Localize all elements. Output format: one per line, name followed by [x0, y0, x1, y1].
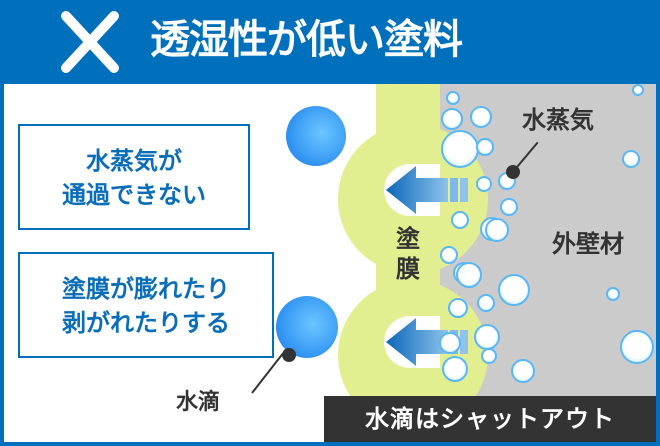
water-droplet-label: 水滴	[176, 390, 221, 415]
callout-blister-peel: 塗膜が膨れたり 剥がれたりする	[18, 252, 274, 358]
page-title: 透湿性が低い塗料	[150, 17, 463, 63]
vapor-leader-dot	[506, 165, 520, 179]
exterior-wall-label: 外壁材	[552, 230, 624, 258]
water-droplet-lower	[276, 296, 338, 358]
vapor-bubble	[632, 84, 644, 96]
vapor-bubble	[511, 359, 535, 383]
vapor-bubble	[456, 262, 482, 288]
vapor-bubble	[477, 294, 495, 312]
arrow-left-icon	[386, 318, 468, 366]
shut-out-banner: 水滴はシャットアウト	[324, 396, 656, 442]
header-bar: 透湿性が低い塗料	[0, 0, 660, 84]
x-mark-icon	[61, 11, 119, 73]
water-droplet-upper	[286, 106, 346, 166]
vapor-bubble	[451, 211, 469, 229]
vapor-bubble	[442, 356, 468, 382]
vapor-bubble	[485, 218, 509, 242]
vapor-bubble	[439, 332, 461, 354]
vapor-bubble	[476, 176, 492, 192]
diagram-panel: 塗 膜 水蒸気 外壁材 水蒸気が 通過できない 塗膜が膨れたり 剥がれたりする	[4, 84, 656, 442]
arrow-left-icon	[386, 166, 468, 214]
vapor-bubble	[622, 150, 640, 168]
water-vapor-label: 水蒸気	[522, 106, 594, 134]
vapor-bubble	[448, 298, 468, 318]
vapor-bubble	[474, 324, 500, 350]
vapor-bubble	[441, 108, 463, 130]
vapor-bubble	[470, 106, 492, 128]
vapor-bubble	[498, 274, 530, 306]
vapor-bubble	[606, 287, 620, 301]
vapor-bubble	[440, 246, 458, 264]
droplet-leader-line	[251, 352, 284, 394]
vapor-bubble	[441, 130, 479, 168]
vapor-bubble	[620, 330, 654, 364]
droplet-leader-dot	[282, 348, 296, 362]
vapor-bubble	[476, 138, 494, 156]
vapor-bubble	[481, 348, 497, 364]
coating-film-label: 塗 膜	[396, 225, 420, 283]
vapor-bubble	[446, 91, 460, 105]
vapor-bubble	[500, 198, 518, 216]
callout-no-vapor-pass: 水蒸気が 通過できない	[18, 124, 250, 230]
